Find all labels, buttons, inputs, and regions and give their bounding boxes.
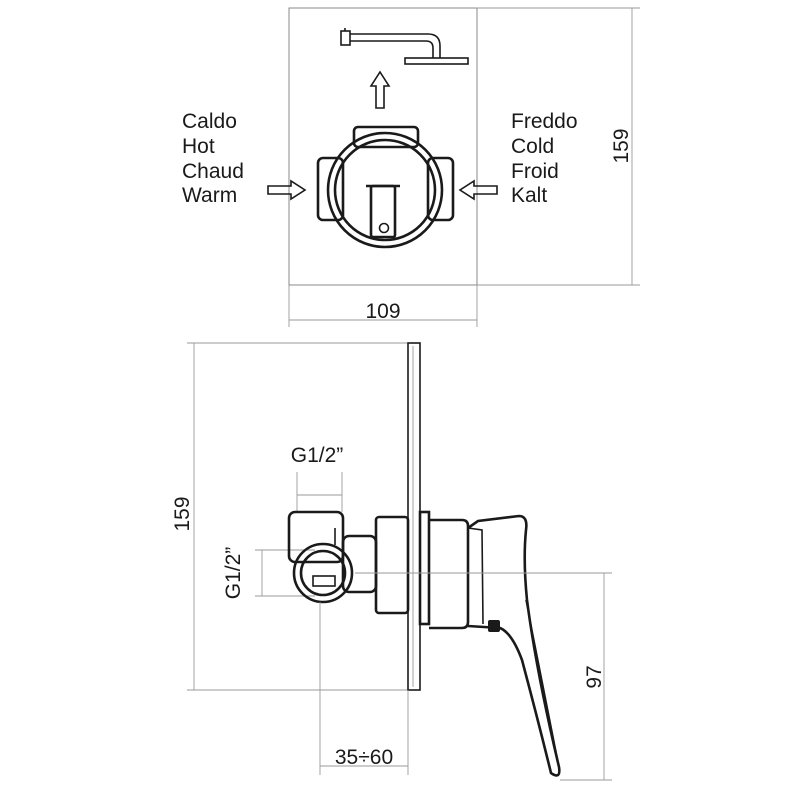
valve-body-top bbox=[316, 125, 455, 249]
outlet-arrow-icon bbox=[369, 70, 391, 109]
cold-label-1: Cold bbox=[511, 135, 554, 158]
valve-body-side bbox=[287, 510, 410, 615]
top-view-plate-outline bbox=[288, 7, 478, 286]
cold-inlet-arrow-icon bbox=[458, 179, 498, 201]
top-dim-159-label: 159 bbox=[610, 128, 633, 163]
lever-dim-label: 97 bbox=[583, 665, 606, 688]
cold-label-3: Kalt bbox=[511, 184, 547, 207]
hot-label-3: Warm bbox=[182, 184, 237, 207]
mixer-lever bbox=[418, 510, 561, 777]
hot-label-0: Caldo bbox=[182, 110, 237, 133]
cold-label-2: Froid bbox=[511, 160, 559, 183]
wall-plate bbox=[407, 342, 421, 691]
hot-label-2: Chaud bbox=[182, 160, 244, 183]
depth-dim-label: 35÷60 bbox=[335, 746, 393, 769]
side-thread-label: G1/2” bbox=[222, 547, 245, 600]
side-view: 159 G1/2” G1/2” bbox=[171, 342, 612, 781]
top-dim-109-label: 109 bbox=[365, 300, 400, 323]
hot-label-1: Hot bbox=[182, 135, 215, 158]
top-thread-label: G1/2” bbox=[291, 444, 344, 467]
side-dim-159-label: 159 bbox=[171, 496, 194, 531]
top-view: 159 109 Caldo Hot Chaud Warm Freddo Cold… bbox=[182, 7, 640, 327]
shower-head-icon bbox=[340, 28, 469, 65]
cold-label-0: Freddo bbox=[511, 110, 578, 133]
hot-inlet-arrow-icon bbox=[267, 179, 307, 201]
